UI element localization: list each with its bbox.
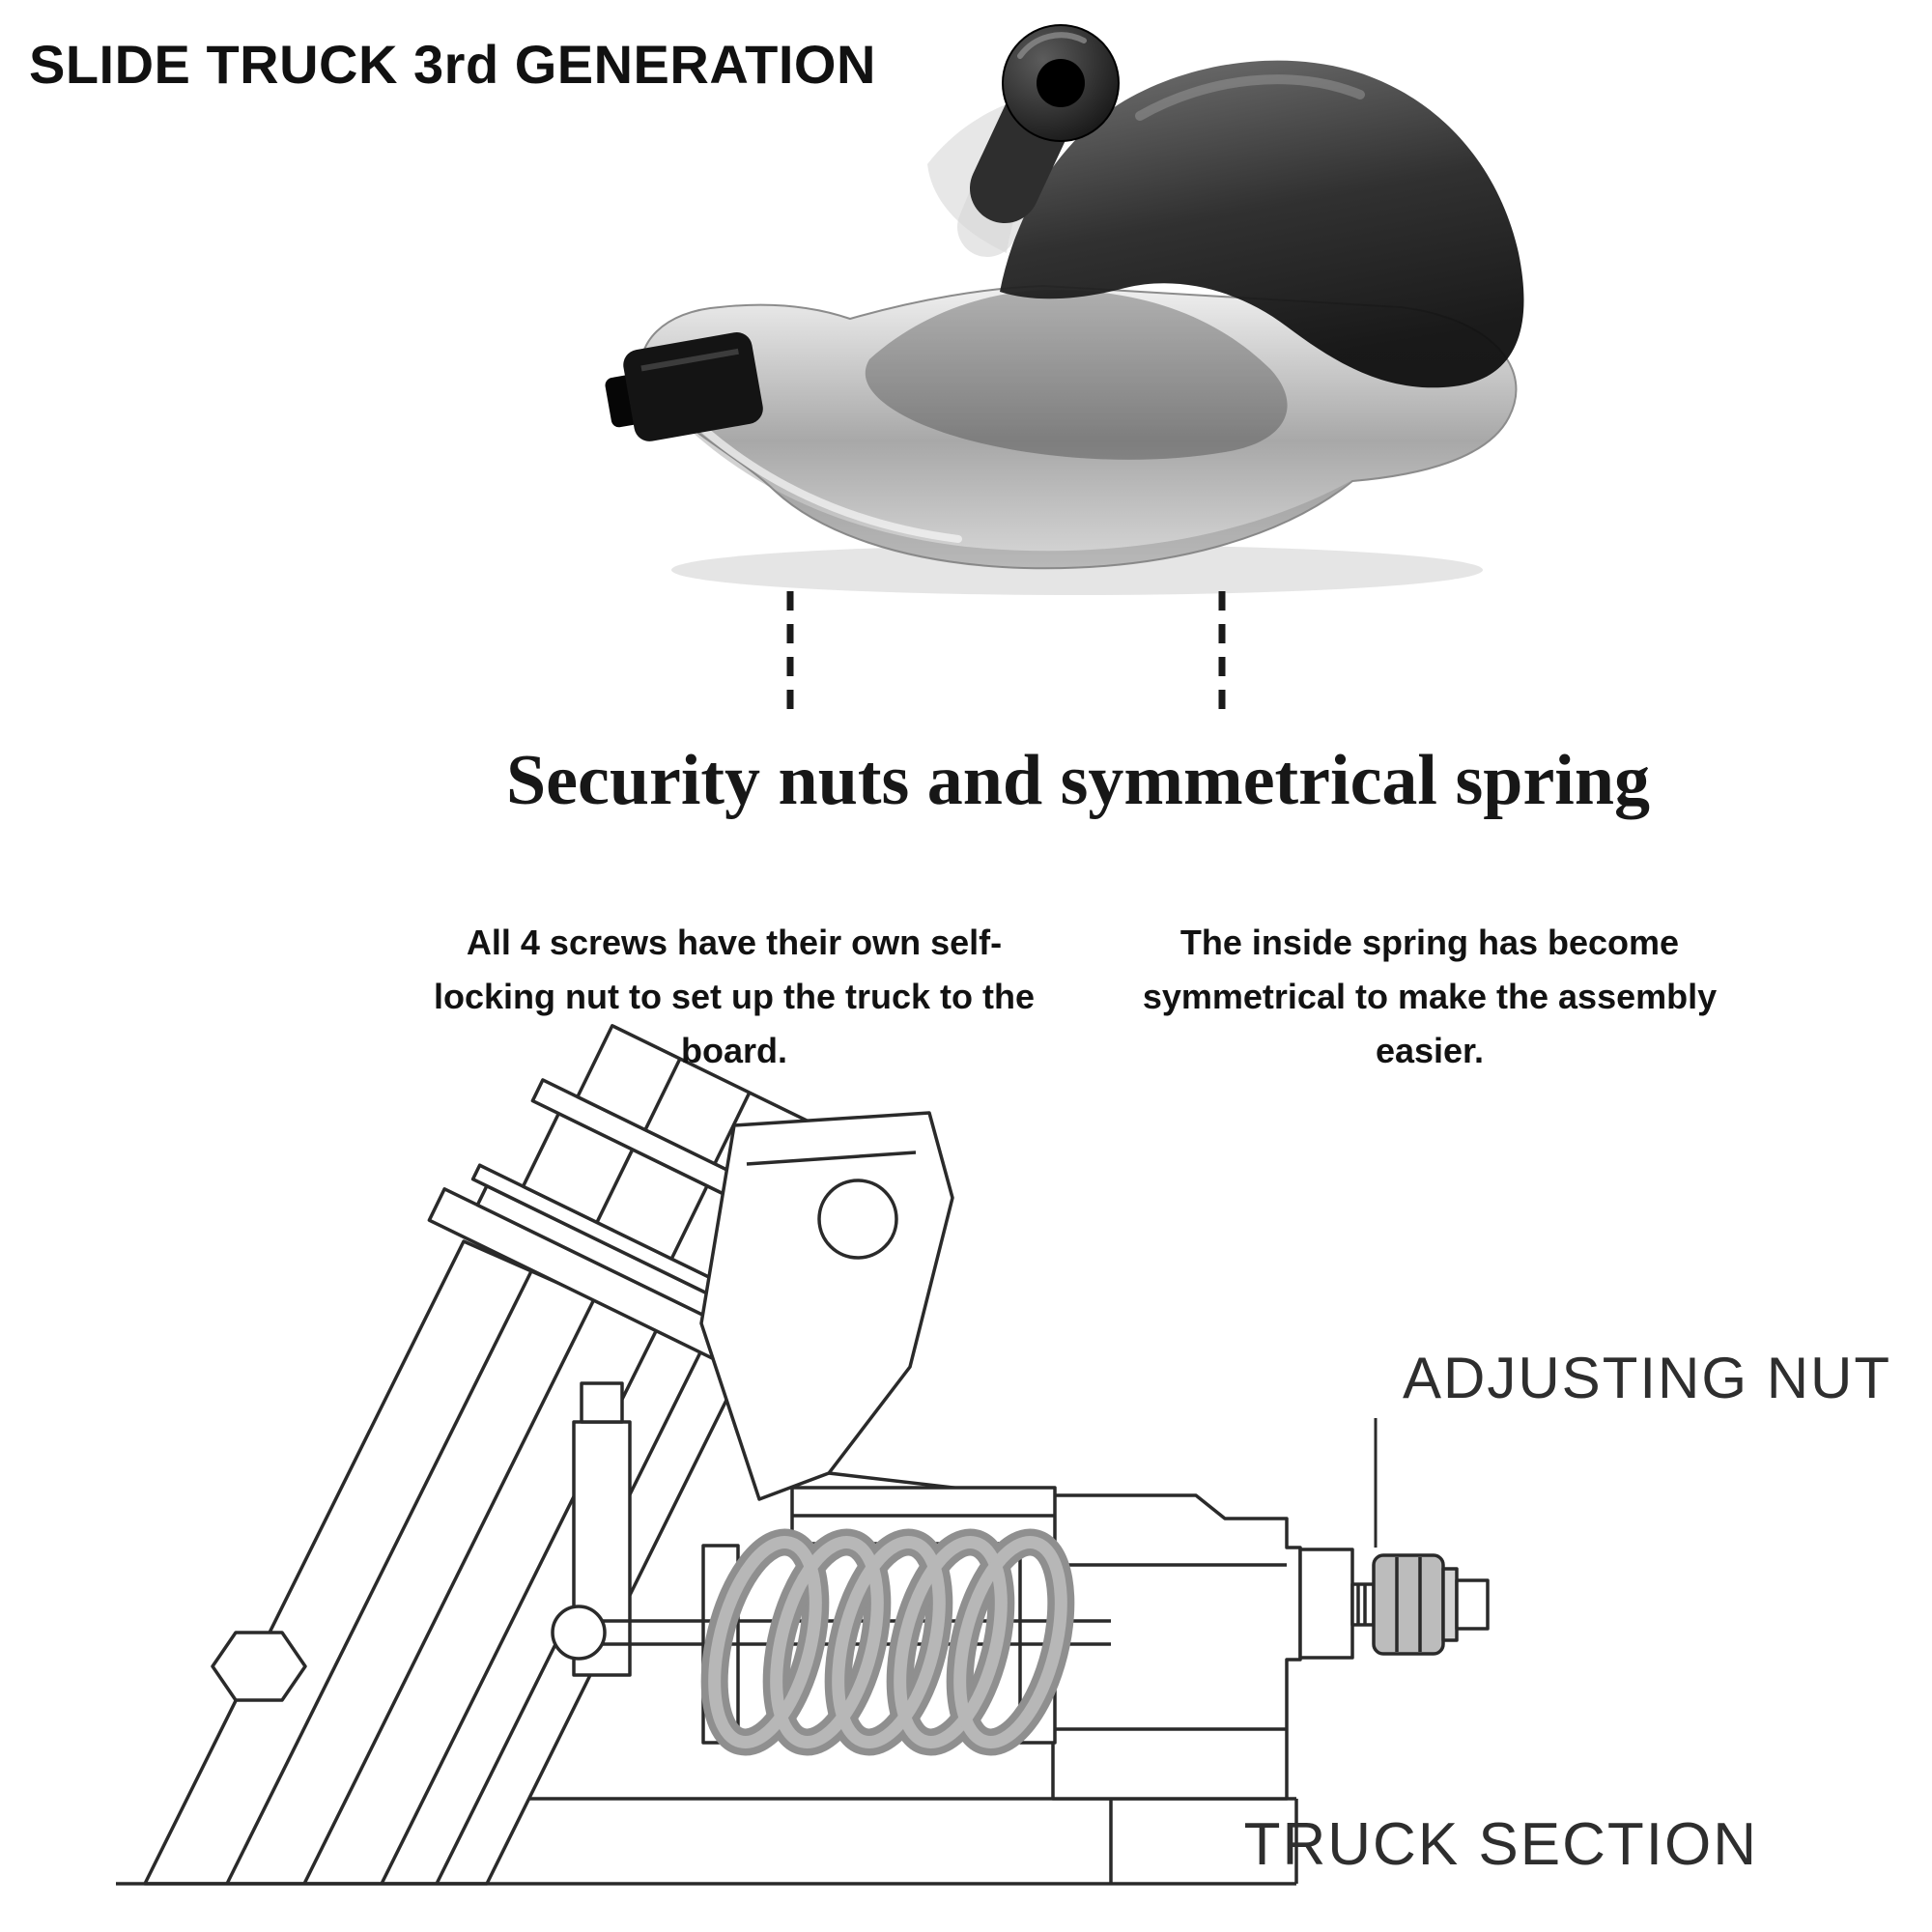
bracket-hole [817,1179,898,1260]
baseplate-silver-body [639,284,1518,570]
kingpin-bolt [957,24,1120,257]
hanger-dark-body [1000,60,1524,388]
smoky-overlay [865,289,1288,460]
pointer-dashed-lines [786,591,1226,709]
baseplate-highlight [674,402,962,543]
baseplate-shading [676,417,1350,569]
hanger-block [1051,1493,1302,1801]
tower-inner-nut [211,1631,307,1702]
end-washer [1441,1567,1459,1642]
hero-caption: Security nuts and symmetrical spring [506,741,1650,820]
truck-section-label: TRUCK SECTION [1243,1811,1758,1878]
photo-shadow [671,545,1483,595]
note-self-locking-nuts: All 4 screws have their own self-locking… [433,923,1035,1070]
truck-photo-illustration [605,24,1524,595]
rod-ball-end [551,1605,607,1661]
page-title: SLIDE TRUCK 3rd GENERATION [29,34,876,95]
adjusting-nut-shape [1372,1553,1445,1656]
coil-spring-highlight [708,1536,1067,1748]
axle-nut [605,331,763,441]
bracket-plate [699,1111,954,1501]
truck-section-drawing [116,1024,1490,1886]
pivot-boss [1298,1548,1354,1660]
note-symmetrical-spring: The inside spring has become symmetrical… [1142,923,1718,1070]
end-cap [1455,1578,1490,1631]
adjusting-nut-label: ADJUSTING NUT [1403,1346,1891,1410]
threaded-stub [1350,1582,1376,1627]
hanger-sheen [1135,74,1365,121]
